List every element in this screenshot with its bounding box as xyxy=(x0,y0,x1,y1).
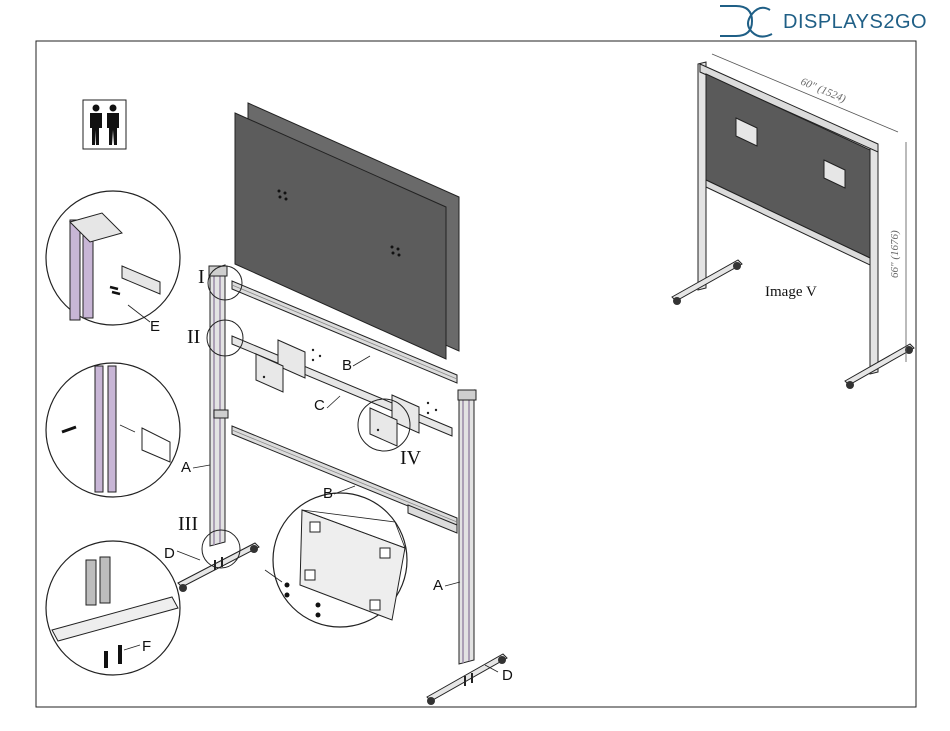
label-part-f: F xyxy=(142,638,151,655)
label-step-iv: IV xyxy=(400,447,422,469)
label-step-ii: II xyxy=(187,326,200,348)
label-part-a-left: A xyxy=(181,459,191,476)
label-step-iii: III xyxy=(178,513,198,535)
label-part-a-right: A xyxy=(433,577,443,594)
two-person-assembly-icon xyxy=(83,100,126,149)
label-part-b-top: B xyxy=(342,357,352,374)
post-left xyxy=(209,265,228,546)
brand-logo: DISPLAYS2GO xyxy=(720,6,927,37)
detail-circle-e xyxy=(46,191,180,325)
label-part-b-lower: B xyxy=(323,485,333,502)
detail-circle-iv xyxy=(265,493,407,627)
detail-circle-f xyxy=(46,541,180,675)
label-part-d-left: D xyxy=(164,545,175,562)
image-v-height-dimension: 66" (1676) xyxy=(889,230,901,278)
label-part-d-right: D xyxy=(502,667,513,684)
display-panels xyxy=(235,103,459,359)
image-v-assembled: 60" (1524) 66" (1676) xyxy=(672,54,914,389)
label-part-c: C xyxy=(314,397,325,414)
label-step-i: I xyxy=(198,266,205,288)
dg-monogram-icon xyxy=(720,6,772,37)
detail-circle-ii xyxy=(46,363,180,497)
label-part-e: E xyxy=(150,318,160,335)
image-v-caption: Image V xyxy=(765,284,817,300)
post-right xyxy=(458,390,476,664)
brand-name: DISPLAYS2GO xyxy=(783,11,927,33)
part-labels: A A B B C D D E F xyxy=(142,318,513,684)
